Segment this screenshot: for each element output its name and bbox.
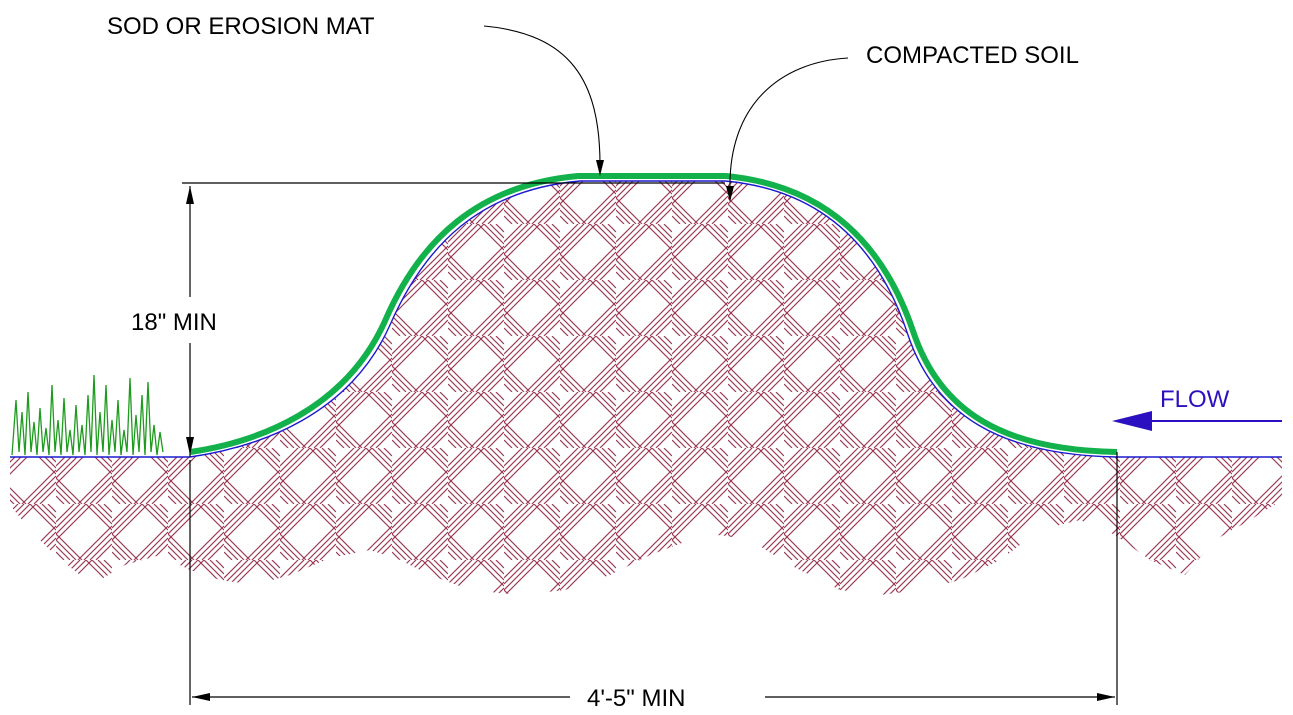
arrow-left-icon — [1112, 411, 1282, 431]
subsoil-hatch — [10, 457, 1282, 595]
compacted-soil-label: COMPACTED SOIL — [866, 42, 1079, 69]
berm-soil-fill — [190, 181, 1117, 457]
compacted-soil-leader — [726, 57, 849, 202]
berm-soil-outline — [189, 180, 1118, 458]
flow-label: FLOW — [1160, 386, 1230, 413]
height-dimension-label: 18" MIN — [131, 309, 217, 336]
sod-mat-leader — [483, 25, 604, 176]
sod-erosion-mat — [189, 173, 1118, 455]
width-dimension-label: 4'-5" MIN — [587, 685, 685, 712]
sod-mat-label: SOD OR EROSION MAT — [107, 13, 375, 40]
height-dimension — [182, 182, 725, 705]
grass-tuft-icon — [11, 374, 164, 456]
width-dimension — [192, 452, 1118, 705]
